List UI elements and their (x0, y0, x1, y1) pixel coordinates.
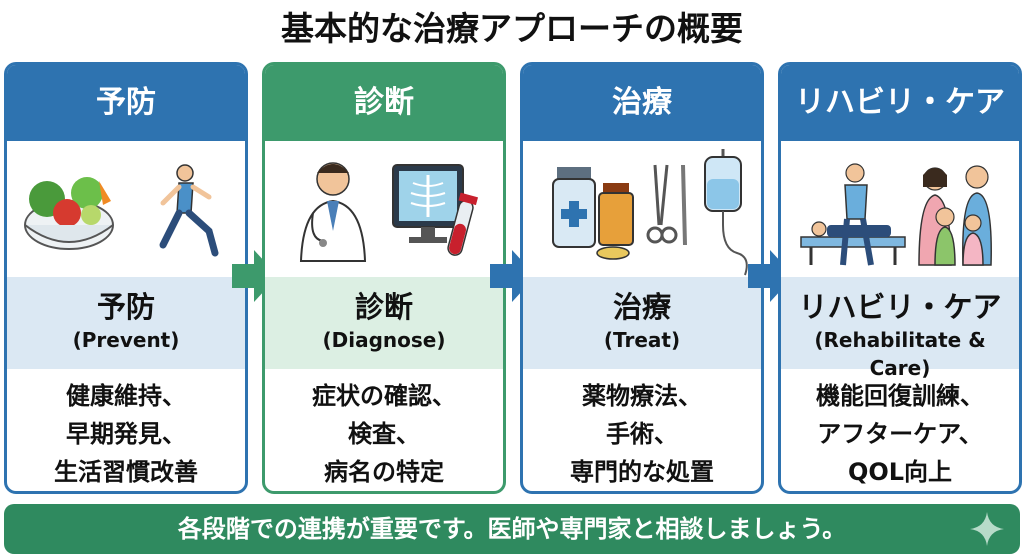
desc-line: 症状の確認、 (312, 382, 456, 410)
arrow-right-icon (232, 250, 278, 302)
step-label-band: リハビリ・ケア (Rehabilitate & Care) (781, 277, 1019, 380)
rehab-illustration (781, 141, 1019, 277)
step-sublabel: (Prevent) (72, 328, 180, 352)
footer-text: 各段階での連携が重要です。医師や専門家と相談しましょう。 (177, 515, 847, 543)
page-title: 基本的な治療アプローチの概要 (281, 9, 743, 48)
footer-banner: 各段階での連携が重要です。医師や専門家と相談しましょう。 (4, 504, 1020, 554)
step-label: 治療 (612, 290, 671, 324)
test-tube-icon (447, 192, 479, 256)
step-label: リハビリ・ケア (798, 290, 1002, 324)
step-description: 健康維持、 早期発見、 生活習慣改善 (7, 371, 245, 491)
step-sublabel: (Treat) (603, 328, 681, 352)
desc-line: 機能回復訓練、 (816, 382, 984, 410)
step-label-band: 診断 (Diagnose) (265, 277, 503, 369)
family-icon (918, 165, 992, 266)
step-label: 診断 (354, 290, 413, 324)
desc-line: 健康維持、 (66, 382, 186, 410)
runner-icon (159, 164, 219, 257)
step-label-band: 予防 (Prevent) (7, 277, 245, 369)
therapist-patient-icon (800, 163, 906, 266)
arrow-right-icon (748, 250, 794, 302)
desc-line: 早期発見、 (66, 420, 186, 448)
step-sublabel: (Diagnose) (322, 328, 446, 352)
step-header: 診断 (265, 65, 503, 141)
medicine-bottles-icon (552, 167, 634, 260)
step-header: リハビリ・ケア (781, 65, 1019, 141)
desc-line: QOL向上 (847, 458, 953, 486)
step-header: 治療 (523, 65, 761, 141)
step-sublabel: (Rehabilitate & Care) (814, 328, 986, 380)
xray-monitor-icon (392, 164, 464, 243)
step-card-diagnose: 診断 (262, 62, 506, 494)
desc-line: 薬物療法、 (582, 382, 702, 410)
desc-line: 検査、 (348, 420, 420, 448)
step-description: 薬物療法、 手術、 専門的な処置 (523, 371, 761, 491)
sparkle-icon (970, 512, 1004, 546)
step-card-prevent: 予防 予防 (Prevent) 健康 (4, 62, 248, 494)
step-card-treat: 治療 (520, 62, 764, 494)
step-card-rehab: リハビリ・ケア (778, 62, 1022, 494)
desc-line: 生活習慣改善 (54, 458, 198, 486)
desc-line: 病名の特定 (324, 458, 444, 486)
step-label-band: 治療 (Treat) (523, 277, 761, 369)
treat-illustration (523, 141, 761, 277)
doctor-icon (299, 162, 367, 262)
step-description: 症状の確認、 検査、 病名の特定 (265, 371, 503, 491)
diagnose-illustration (265, 141, 503, 277)
iv-drip-icon (704, 149, 748, 276)
step-description: 機能回復訓練、 アフターケア、 QOL向上 (781, 371, 1019, 491)
desc-line: アフターケア、 (817, 420, 983, 448)
desc-line: 専門的な処置 (570, 458, 714, 486)
prevent-illustration (7, 141, 245, 277)
surgical-tools-icon (646, 164, 687, 246)
step-header: 予防 (7, 65, 245, 141)
salad-bowl-icon (24, 177, 114, 250)
desc-line: 手術、 (606, 420, 678, 448)
arrow-right-icon (490, 250, 536, 302)
step-label: 予防 (96, 290, 155, 324)
